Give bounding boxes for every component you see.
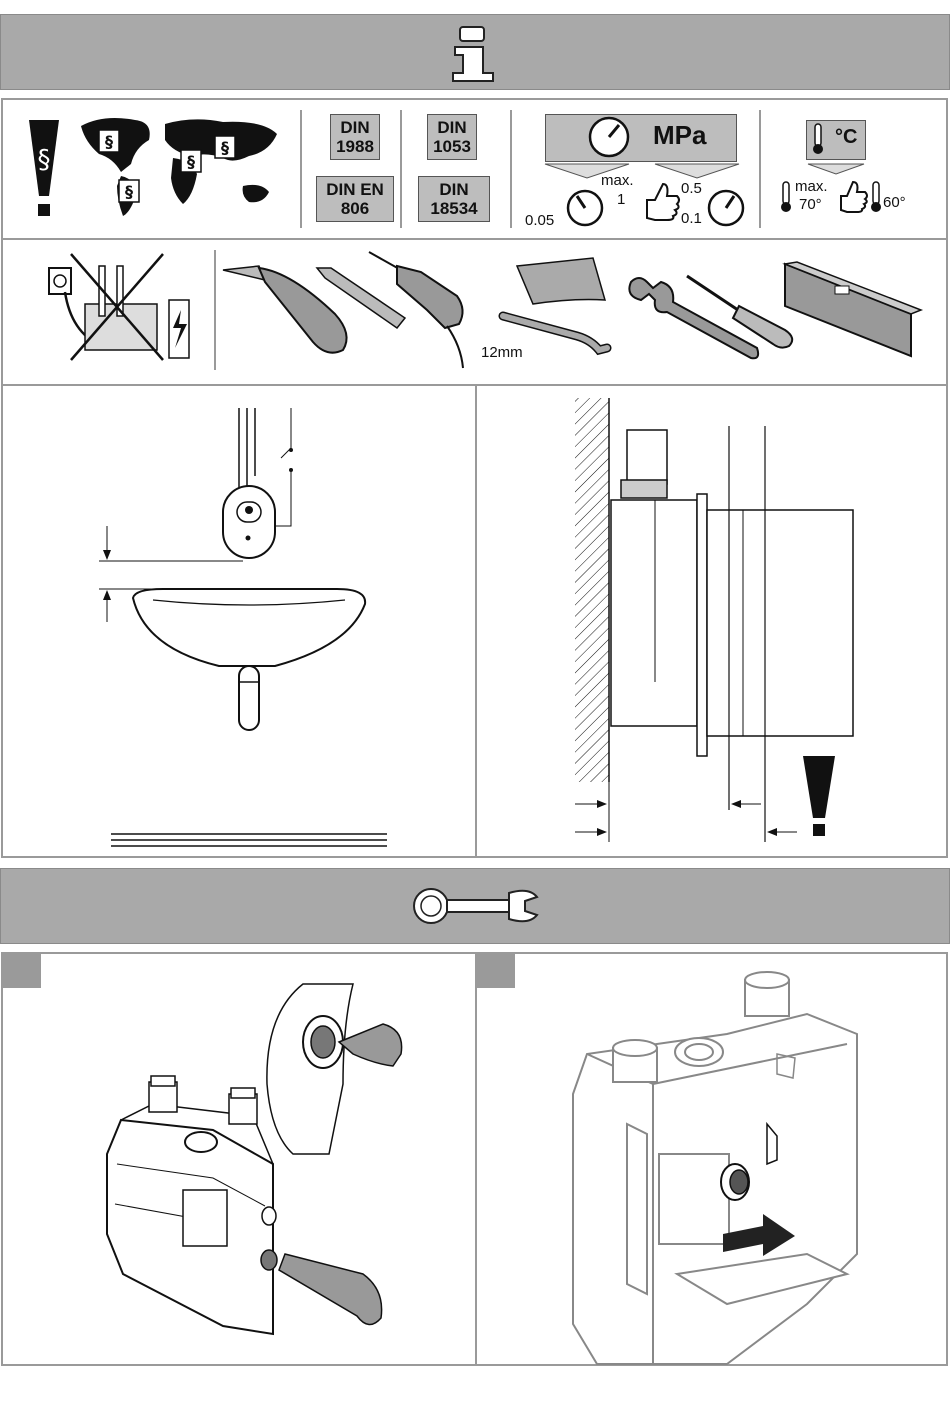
temperature-rec-value: 60°	[883, 194, 906, 211]
din-line1: DIN EN	[317, 180, 393, 199]
pressure-rec-low: 0.1	[681, 210, 702, 227]
wall-depth-panel	[475, 384, 948, 858]
wall-section-drawing	[477, 386, 950, 860]
divider	[400, 110, 402, 228]
din-line2: 1053	[428, 137, 476, 156]
pressure-unit: MPa	[653, 120, 706, 151]
svg-text:§: §	[125, 182, 133, 201]
info-i-icon	[445, 23, 505, 83]
step-2-panel	[475, 952, 948, 1366]
box-knockout-drawing	[3, 954, 479, 1368]
din-line1: DIN	[331, 118, 379, 137]
pressure-max-value: 1	[617, 191, 625, 208]
temperature-unit: °C	[835, 126, 857, 149]
world-map-icon: § § § §	[73, 112, 283, 222]
svg-text:§: §	[38, 145, 51, 175]
thermometer-rec-icon	[869, 180, 883, 214]
din-line1: DIN	[428, 118, 476, 137]
divider	[510, 110, 512, 228]
no-power-icon	[41, 252, 201, 362]
box-plug-insert-drawing	[477, 954, 950, 1368]
temperature-arrow	[806, 162, 866, 176]
thermometer-max-icon	[779, 180, 793, 214]
spirit-level-icon	[781, 260, 921, 360]
pressure-max-label: max.	[601, 172, 634, 189]
din-line2: 18534	[419, 199, 489, 218]
divider	[300, 110, 302, 228]
din-1988-badge: DIN 1988	[330, 114, 380, 160]
scraper-icon	[513, 256, 613, 316]
basin-diagram-panel	[1, 384, 477, 858]
din-18534-badge: DIN 18534	[418, 176, 490, 222]
din-en-806-badge: DIN EN 806	[316, 176, 394, 222]
pressure-min-value: 0.05	[525, 212, 554, 229]
norms-panel: § § § § § DIN 1988 DIN 1053 DIN EN 806 DIN …	[1, 98, 948, 240]
drill-icon	[367, 250, 477, 380]
step-1-panel	[1, 952, 477, 1366]
hex-key-icon	[501, 312, 621, 362]
svg-text:§: §	[187, 152, 195, 171]
thumbs-up-temp-icon	[837, 178, 869, 214]
pressure-rec-high: 0.5	[681, 180, 702, 197]
installation-band	[0, 868, 950, 944]
divider	[759, 110, 761, 228]
pressure-gauge-small-icon	[565, 188, 605, 228]
din-line2: 1988	[331, 137, 379, 156]
pressure-gauge-icon	[587, 115, 631, 159]
temperature-max-label: max.	[795, 178, 828, 195]
svg-text:§: §	[221, 138, 229, 157]
info-band	[0, 14, 950, 90]
basin-installation-drawing	[3, 386, 479, 860]
thermometer-icon	[811, 122, 825, 156]
din-line2: 806	[317, 199, 393, 218]
temperature-max-value: 70°	[799, 196, 822, 213]
pressure-unit-box	[545, 114, 737, 162]
divider	[214, 250, 216, 370]
thumbs-up-icon	[641, 178, 681, 222]
din-1053-badge: DIN 1053	[427, 114, 477, 160]
tools-panel: 12mm	[1, 238, 948, 386]
wrench-icon	[409, 881, 549, 931]
din-line1: DIN	[419, 180, 489, 199]
svg-text:§: §	[105, 132, 113, 151]
warning-exclamation-icon: §	[25, 120, 65, 220]
pressure-gauge-rec-icon	[706, 188, 746, 228]
